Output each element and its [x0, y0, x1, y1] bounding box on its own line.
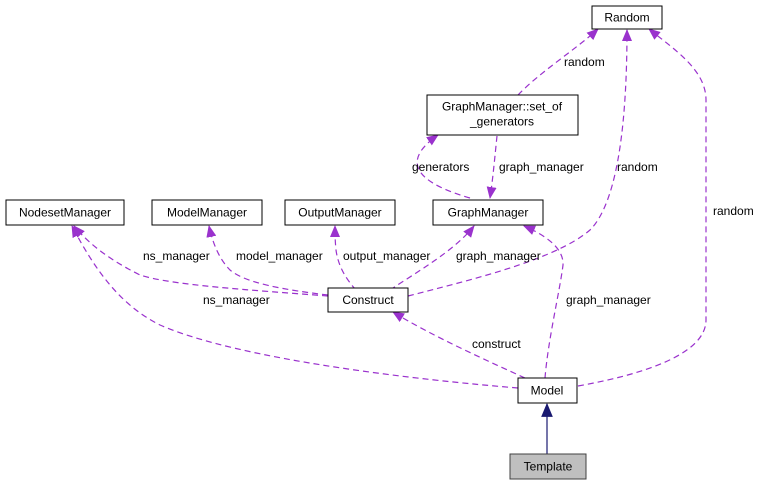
node-set-of-generators[interactable]: GraphManager::set_of _generators [426, 94, 579, 136]
edge-construct-to-modelmanager [206, 225, 329, 296]
node-label-graph-manager: GraphManager [448, 206, 529, 220]
label-ns-manager-model: ns_manager [203, 293, 270, 307]
node-random[interactable]: Random [591, 5, 663, 30]
node-output-manager[interactable]: OutputManager [284, 199, 396, 226]
edge-construct-to-graphmanager [389, 225, 475, 291]
label-construct: construct [472, 337, 521, 351]
label-graph-manager-gen: graph_manager [499, 160, 584, 174]
edge-generators-to-graphmanager [486, 135, 498, 199]
node-graph-manager[interactable]: GraphManager [432, 199, 544, 226]
edge-model-to-construct [392, 311, 526, 379]
edge-construct-to-nodeset [73, 225, 329, 297]
node-label-template: Template [524, 460, 573, 474]
node-label-random: Random [604, 11, 649, 25]
label-model-manager: model_manager [236, 249, 323, 263]
node-template[interactable]: Template [509, 453, 587, 480]
label-output-manager: output_manager [343, 249, 430, 263]
label-graph-manager-construct: graph_manager [456, 249, 541, 263]
edges [71, 28, 707, 454]
node-construct[interactable]: Construct [327, 287, 409, 313]
edge-model-to-nodeset [71, 225, 519, 389]
label-random-construct: random [617, 160, 658, 174]
label-random-gen: random [564, 55, 605, 69]
node-label-model: Model [531, 384, 564, 398]
node-model[interactable]: Model [517, 377, 578, 404]
node-label-set-of-generators-1: GraphManager::set_of [442, 100, 563, 114]
node-label-set-of-generators-2: _generators [469, 115, 534, 129]
node-label-nodeset-manager: NodesetManager [19, 206, 111, 220]
edge-labels: random generators graph_manager random r… [143, 55, 754, 351]
label-generators: generators [412, 160, 469, 174]
node-label-output-manager: OutputManager [298, 206, 381, 220]
node-label-model-manager: ModelManager [167, 206, 247, 220]
label-ns-manager-construct: ns_manager [143, 249, 210, 263]
edge-model-to-graphmanager [523, 225, 564, 379]
edge-generators-to-random [517, 28, 599, 96]
node-model-manager[interactable]: ModelManager [151, 199, 263, 226]
label-random-model: random [713, 204, 754, 218]
label-graph-manager-model: graph_manager [566, 293, 651, 307]
edge-construct-to-outputmanager [330, 225, 357, 291]
node-label-construct: Construct [342, 293, 394, 307]
node-nodeset-manager[interactable]: NodesetManager [5, 199, 125, 226]
edge-graphmanager-to-generators [416, 134, 471, 199]
edge-construct-to-random [407, 29, 632, 297]
edge-model-to-random [577, 28, 707, 387]
